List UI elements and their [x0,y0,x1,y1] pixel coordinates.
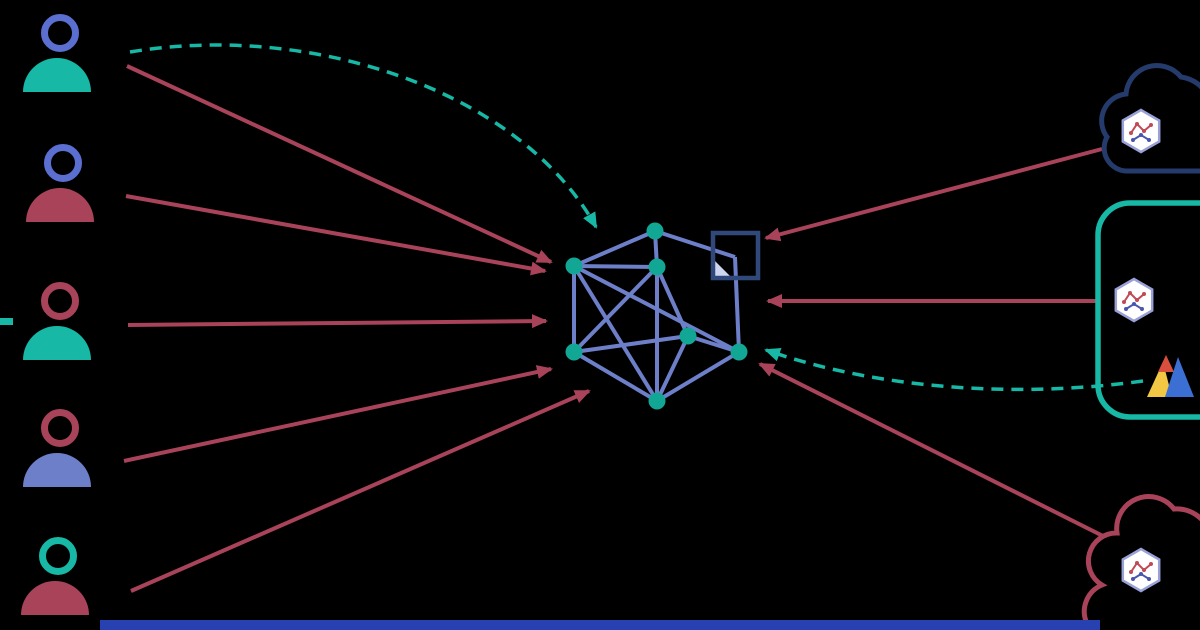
hex-node-dot [1142,129,1146,133]
hexagon-shape [1114,277,1154,323]
hex-node-dot [1142,568,1146,572]
hexagon-shape [1121,547,1161,593]
services-layer [1081,63,1200,630]
arrow-index-dashed [764,348,1144,392]
arrow-user1 [126,64,553,264]
hexagon-shape [1121,108,1161,154]
logo-triangle [1165,357,1194,397]
graph-edge [573,229,656,268]
graph-edge [687,334,740,354]
hex-node-dot [1124,307,1128,311]
arrow-cloud-top [764,147,1103,242]
graph-node [646,222,664,240]
graph-edge [572,350,659,403]
hex-node-dot [1149,123,1153,127]
user-head-icon [44,144,82,182]
arrow-user1-dashed [129,43,598,229]
hex-node-dot [1147,577,1151,581]
graph-node [565,257,583,275]
index-backend-logo [1147,355,1194,397]
hex-node-dot [1142,292,1146,296]
logo-triangle [1147,362,1172,397]
user-body-icon [26,188,94,222]
graph-edge [655,266,690,337]
graph-node [679,327,697,345]
arrow-user5 [130,389,591,593]
user-icon-4 [23,409,91,487]
graph-edge [573,334,689,354]
footer-bar [100,620,1100,630]
hex-node-dot [1129,570,1133,574]
graph-edge [654,229,736,259]
graph-node [730,343,748,361]
arrow-cloud-bottom [758,362,1104,538]
hex-node-dot [1131,138,1135,142]
user-icon-3 [23,282,91,360]
user-head-icon [41,14,79,52]
graph-node [648,392,666,410]
hex-node-dot [1139,133,1143,137]
user-icon-5 [21,537,89,615]
user-head-icon [41,409,79,447]
user-head-icon [39,537,77,575]
arrow-user4 [123,365,553,463]
user-body-icon [23,453,91,487]
logo-triangle [1158,355,1174,372]
arrow-user3 [127,314,548,329]
graph-edge [572,264,659,403]
graph-edge [655,335,690,402]
arrows-layer [123,43,1144,593]
graph-edge [572,265,659,354]
user-body-icon [23,326,91,360]
hex-node-dot [1135,561,1139,565]
graph-node [565,343,583,361]
cloud-top-icon [1099,63,1200,174]
hex-graph-motif-red [1123,291,1145,303]
arrow-user2 [125,194,547,276]
hex-node-dot [1147,138,1151,142]
graph-db-hexagon-icon [1121,547,1161,593]
graph-edge [573,264,658,269]
hex-node-dot [1139,572,1143,576]
graph-edge [655,350,741,403]
user-icon-1 [23,14,91,92]
hex-graph-motif-red [1130,122,1152,134]
graph-db-hexagon-icon [1121,108,1161,154]
hex-node-dot [1129,131,1133,135]
document-fold [713,259,732,278]
hex-node-dot [1128,291,1132,295]
graph-edge [733,256,741,353]
hex-node-dot [1140,307,1144,311]
user-icon-2 [26,144,94,222]
user-head-icon [41,282,79,320]
hex-node-dot [1122,300,1126,304]
cloud-bottom-icon [1081,494,1200,630]
hex-node-dot [1149,562,1153,566]
users-layer [21,14,94,615]
hex-node-dot [1132,302,1136,306]
hex-node-dot [1131,577,1135,581]
hex-node-dot [1135,122,1139,126]
central-graph [565,222,761,410]
hex-graph-motif-red [1130,561,1152,573]
hex-node-dot [1135,298,1139,302]
service-box [1095,200,1200,420]
document-icon [710,230,761,281]
graph-node [648,258,666,276]
graph-db-hexagon-icon [1114,277,1154,323]
user-body-icon [21,581,89,615]
user-body-icon [23,58,91,92]
left-edge-teal-dash [0,318,13,325]
